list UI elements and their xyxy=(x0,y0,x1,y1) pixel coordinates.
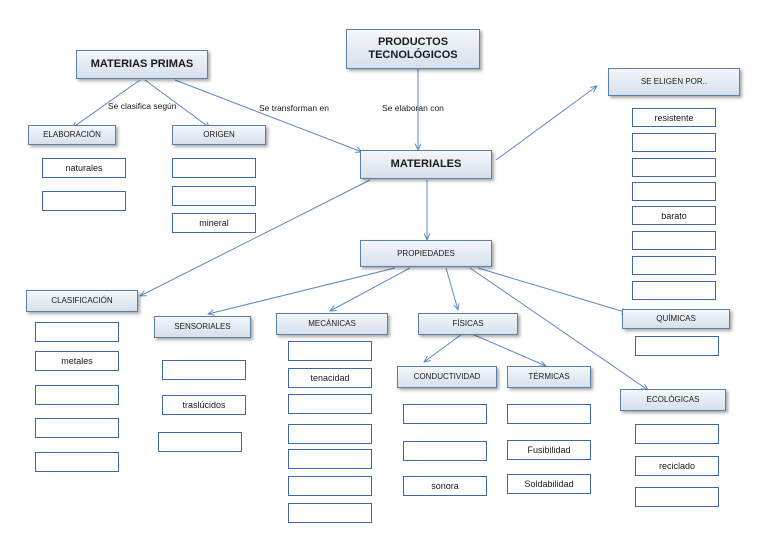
node-productos-tecnologicos: PRODUCTOS TECNOLÓGICOS xyxy=(346,29,480,69)
node-conductividad: CONDUCTIVIDAD xyxy=(397,366,497,388)
field-mecanicas-2[interactable]: tenacidad xyxy=(288,368,372,388)
field-clasificacion-3[interactable] xyxy=(35,385,119,405)
connector-propiedades-sensoriales xyxy=(208,267,396,314)
node-productos-line2: TECNOLÓGICOS xyxy=(368,49,458,61)
field-sensoriales-1[interactable] xyxy=(162,360,246,380)
field-origen-2[interactable] xyxy=(172,186,256,206)
field-conductividad-1[interactable] xyxy=(403,404,487,424)
field-se-eligen-8[interactable] xyxy=(632,281,716,300)
node-elaboracion: ELABORACIÓN xyxy=(28,125,116,145)
field-sensoriales-2[interactable]: traslúcidos xyxy=(162,395,246,415)
edge-label-se-transforman: Se transforman en xyxy=(259,103,329,113)
node-productos-line1: PRODUCTOS xyxy=(377,35,449,48)
connector-fisicas-termicas xyxy=(471,333,546,366)
node-materiales: MATERIALES xyxy=(360,150,492,179)
field-origen-1[interactable] xyxy=(172,158,256,178)
node-clasificacion: CLASIFICACIÓN xyxy=(26,290,138,312)
field-mecanicas-6[interactable] xyxy=(288,476,372,496)
field-ecologicas-3[interactable] xyxy=(635,487,719,507)
field-mecanicas-4[interactable] xyxy=(288,424,372,444)
field-mecanicas-7[interactable] xyxy=(288,503,372,523)
node-termicas: TÉRMICAS xyxy=(507,366,591,388)
connector-mp-origen xyxy=(144,79,210,128)
field-origen-3[interactable]: mineral xyxy=(172,213,256,233)
field-termicas-3[interactable]: Soldabilidad xyxy=(507,474,591,494)
field-se-eligen-3[interactable] xyxy=(632,158,716,177)
connector-materiales-seeligen xyxy=(495,86,597,161)
node-materias-primas: MATERIAS PRIMAS xyxy=(76,50,208,79)
field-se-eligen-2[interactable] xyxy=(632,133,716,152)
field-se-eligen-5[interactable]: barato xyxy=(632,206,716,225)
edge-label-se-elaboran: Se elaboran con xyxy=(382,103,444,113)
field-ecologicas-1[interactable] xyxy=(635,424,719,444)
field-se-eligen-6[interactable] xyxy=(632,231,716,250)
edge-label-se-clasifica: Se clasifica según xyxy=(108,101,177,111)
field-quimicas-1[interactable] xyxy=(635,336,719,356)
field-elaboracion-1[interactable]: naturales xyxy=(42,158,126,178)
connector-mp-elaboracion xyxy=(72,79,141,128)
field-ecologicas-2[interactable]: reciclado xyxy=(635,456,719,476)
field-conductividad-2[interactable] xyxy=(403,441,487,461)
field-elaboracion-2[interactable] xyxy=(42,191,126,211)
field-mecanicas-5[interactable] xyxy=(288,449,372,469)
field-se-eligen-1[interactable]: resistente xyxy=(632,108,716,127)
node-sensoriales: SENSORIALES xyxy=(154,316,251,338)
node-propiedades: PROPIEDADES xyxy=(360,240,492,267)
node-ecologicas: ECOLÓGICAS xyxy=(620,389,726,411)
node-se-eligen-por: SE ELIGEN POR.. xyxy=(608,68,740,96)
field-clasificacion-1[interactable] xyxy=(35,322,119,342)
connector-fisicas-conductividad xyxy=(424,333,463,362)
field-clasificacion-5[interactable] xyxy=(35,452,119,472)
field-se-eligen-4[interactable] xyxy=(632,182,716,201)
node-fisicas: FÍSICAS xyxy=(418,313,518,335)
node-origen: ORIGEN xyxy=(172,125,266,145)
node-mecanicas: MECÁNICAS xyxy=(276,313,388,335)
connector-propiedades-quimicas xyxy=(477,267,628,313)
field-clasificacion-2[interactable]: metales xyxy=(35,351,119,371)
field-clasificacion-4[interactable] xyxy=(35,418,119,438)
field-conductividad-3[interactable]: sonora xyxy=(403,476,487,496)
field-mecanicas-3[interactable] xyxy=(288,394,372,414)
field-sensoriales-3[interactable] xyxy=(158,432,242,452)
connector-propiedades-fisicas xyxy=(445,267,458,310)
field-termicas-2[interactable]: Fusibilidad xyxy=(507,440,591,460)
field-se-eligen-7[interactable] xyxy=(632,256,716,275)
connector-mp-materiales xyxy=(174,79,362,152)
field-mecanicas-1[interactable] xyxy=(288,341,372,361)
node-quimicas: QUÍMICAS xyxy=(622,309,730,329)
connector-propiedades-mecanicas xyxy=(330,267,411,311)
field-termicas-1[interactable] xyxy=(507,404,591,424)
connector-materiales-clasificacion xyxy=(140,179,371,296)
connector-propiedades-ecologicas xyxy=(469,267,648,390)
